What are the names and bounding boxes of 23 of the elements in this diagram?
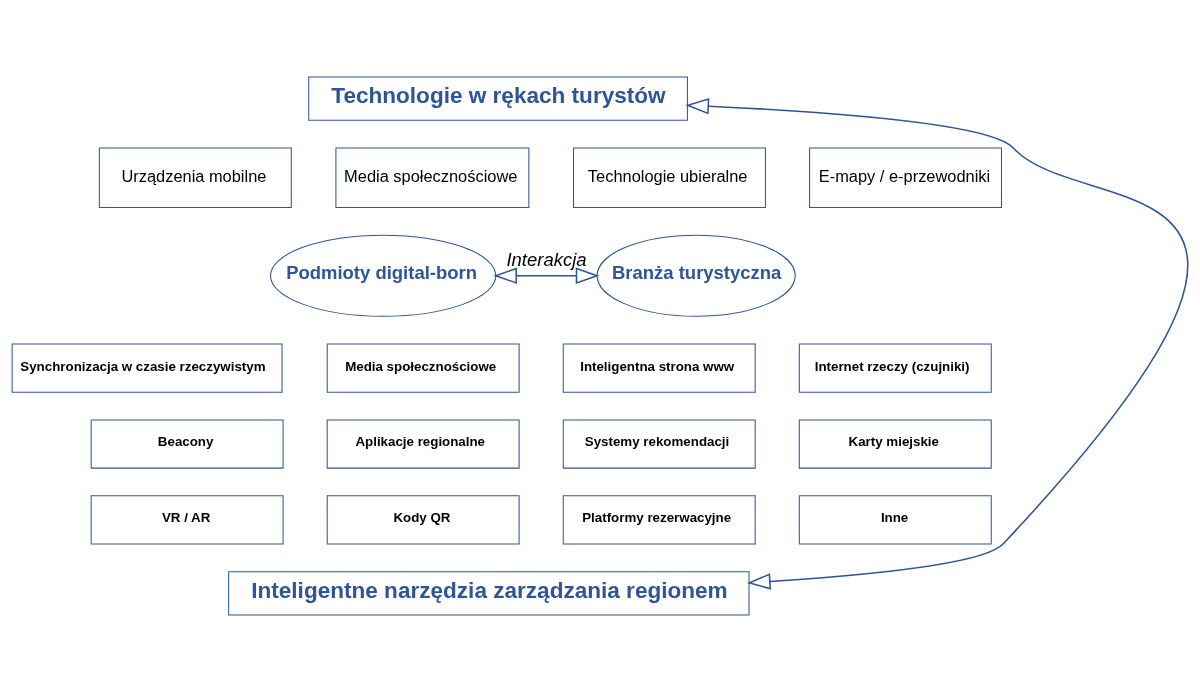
node-box: Aplikacje regionalne <box>326 418 520 469</box>
node-box: Inne <box>798 494 992 545</box>
node-ellipse: Podmioty digital-born <box>270 234 497 317</box>
node-box: Karty miejskie <box>798 418 992 469</box>
node-box: Synchronizacja w czasie rzeczywistym <box>11 342 283 393</box>
node-box: Internet rzeczy (czujniki) <box>798 342 992 393</box>
node-box: Technologie ubieralne <box>573 146 766 208</box>
node-box: Beacony <box>90 418 284 469</box>
node-box: Inteligentna strona www <box>562 342 756 393</box>
node-box: E-mapy / e-przewodniki <box>809 146 1002 208</box>
node-ellipse: Branża turystyczna <box>596 234 796 317</box>
arrow <box>493 266 600 284</box>
node-box: Inteligentne narzędzia zarządzania regionem <box>228 570 750 615</box>
node-box: Platformy rezerwacyjne <box>562 494 756 545</box>
node-box: Urządzenia mobilne <box>98 146 292 208</box>
node-box: Media społecznościowe <box>335 146 530 208</box>
node-box: VR / AR <box>90 494 284 545</box>
node-box: Kody QR <box>326 494 520 545</box>
node-box: Technologie w rękach turystów <box>308 76 688 121</box>
node-box: Systemy rekomendacji <box>562 418 756 469</box>
arrow <box>685 97 1187 590</box>
edge-label: Interakcja <box>506 248 587 270</box>
node-box: Media społecznościowe <box>326 342 520 393</box>
